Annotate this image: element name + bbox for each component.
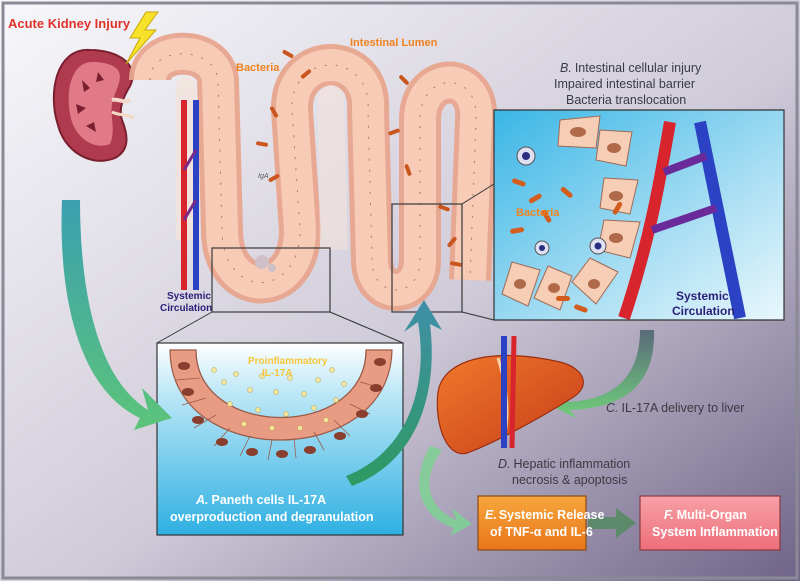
svg-text:C.IL-17A delivery to liver: C.IL-17A delivery to liver	[606, 401, 744, 415]
step-d-line2: necrosis & apoptosis	[512, 473, 627, 487]
step-b-letter: B.	[560, 61, 572, 75]
step-a-letter: A.	[195, 493, 209, 507]
svg-text:A.Paneth cells IL-17A: A.Paneth cells IL-17A	[195, 493, 326, 507]
inset-panel-b	[493, 109, 785, 321]
step-e-letter: E.	[485, 508, 497, 522]
arrow-release-to-multiorgan	[588, 508, 636, 538]
box-f-multi-organ: F.Multi-Organ System Inflammation	[639, 495, 781, 551]
label-systemic-circulation-right-2: Circulation	[672, 304, 735, 318]
svg-text:F.Multi-Organ: F.Multi-Organ	[664, 508, 747, 522]
step-f-letter: F.	[664, 508, 674, 522]
step-b-line2: Impaired intestinal barrier	[554, 77, 695, 91]
intestine-illustration	[129, 32, 498, 311]
label-bacteria-lumen: Bacteria	[236, 62, 280, 74]
connector-lines-b	[461, 183, 495, 321]
arrow-paneth-to-villus	[346, 300, 442, 486]
label-intestinal-lumen: Intestinal Lumen	[350, 37, 438, 49]
step-c-letter: C.	[606, 401, 619, 415]
inset-panel-a	[156, 342, 404, 536]
box-e-systemic-release: E.Systemic Release of TNF-α and IL-6	[477, 495, 604, 551]
svg-text:B.Intestinal cellular injury: B.Intestinal cellular injury	[560, 61, 702, 75]
zoom-box-crypt	[211, 247, 331, 313]
label-proinflammatory-1: Proinflammatory	[248, 356, 328, 367]
step-c-text-main: IL-17A delivery to liver	[622, 401, 745, 415]
arrow-circulation-to-liver	[548, 330, 655, 418]
lightning-icon	[125, 11, 159, 65]
step-e-line1: Systemic Release	[499, 508, 605, 522]
step-d-line1: Hepatic inflammation	[514, 457, 631, 471]
arrow-kidney-to-paneth	[61, 200, 172, 430]
step-c-text: C.IL-17A delivery to liver	[606, 401, 744, 415]
step-e-line2: of TNF-α and IL-6	[490, 525, 593, 539]
step-f-line2: System Inflammation	[652, 525, 778, 539]
label-systemic-circulation-left-1: Systemic	[167, 291, 211, 302]
svg-text:E.Systemic Release: E.Systemic Release	[485, 508, 604, 522]
label-proinflammatory-2: IL-17A	[262, 368, 293, 379]
label-systemic-circulation-right-1: Systemic	[676, 289, 729, 303]
step-b-text: B.Intestinal cellular injury Impaired in…	[554, 61, 702, 107]
kidney-illustration	[52, 48, 135, 162]
title-acute-kidney-injury: Acute Kidney Injury	[8, 16, 131, 31]
step-d-text: D.Hepatic inflammation necrosis & apopto…	[498, 457, 630, 487]
liver-illustration	[436, 335, 584, 455]
step-d-letter: D.	[498, 457, 511, 471]
step-a-line2: overproduction and degranulation	[170, 510, 373, 524]
connector-lines-a	[156, 311, 404, 344]
label-systemic-circulation-left-2: Circulation	[160, 303, 212, 314]
step-b-line1: Intestinal cellular injury	[575, 61, 702, 75]
bacteria-cluster	[256, 50, 462, 267]
svg-text:D.Hepatic inflammation: D.Hepatic inflammation	[498, 457, 630, 471]
step-a-text: A.Paneth cells IL-17A overproduction and…	[170, 493, 373, 524]
step-f-line1: Multi-Organ	[677, 508, 747, 522]
step-a-line1: Paneth cells IL-17A	[212, 493, 327, 507]
label-bacteria-inset: Bacteria	[516, 207, 560, 219]
label-iga: IgA	[258, 173, 269, 180]
arrow-liver-to-release	[419, 446, 472, 536]
step-b-line3: Bacteria translocation	[566, 93, 686, 107]
